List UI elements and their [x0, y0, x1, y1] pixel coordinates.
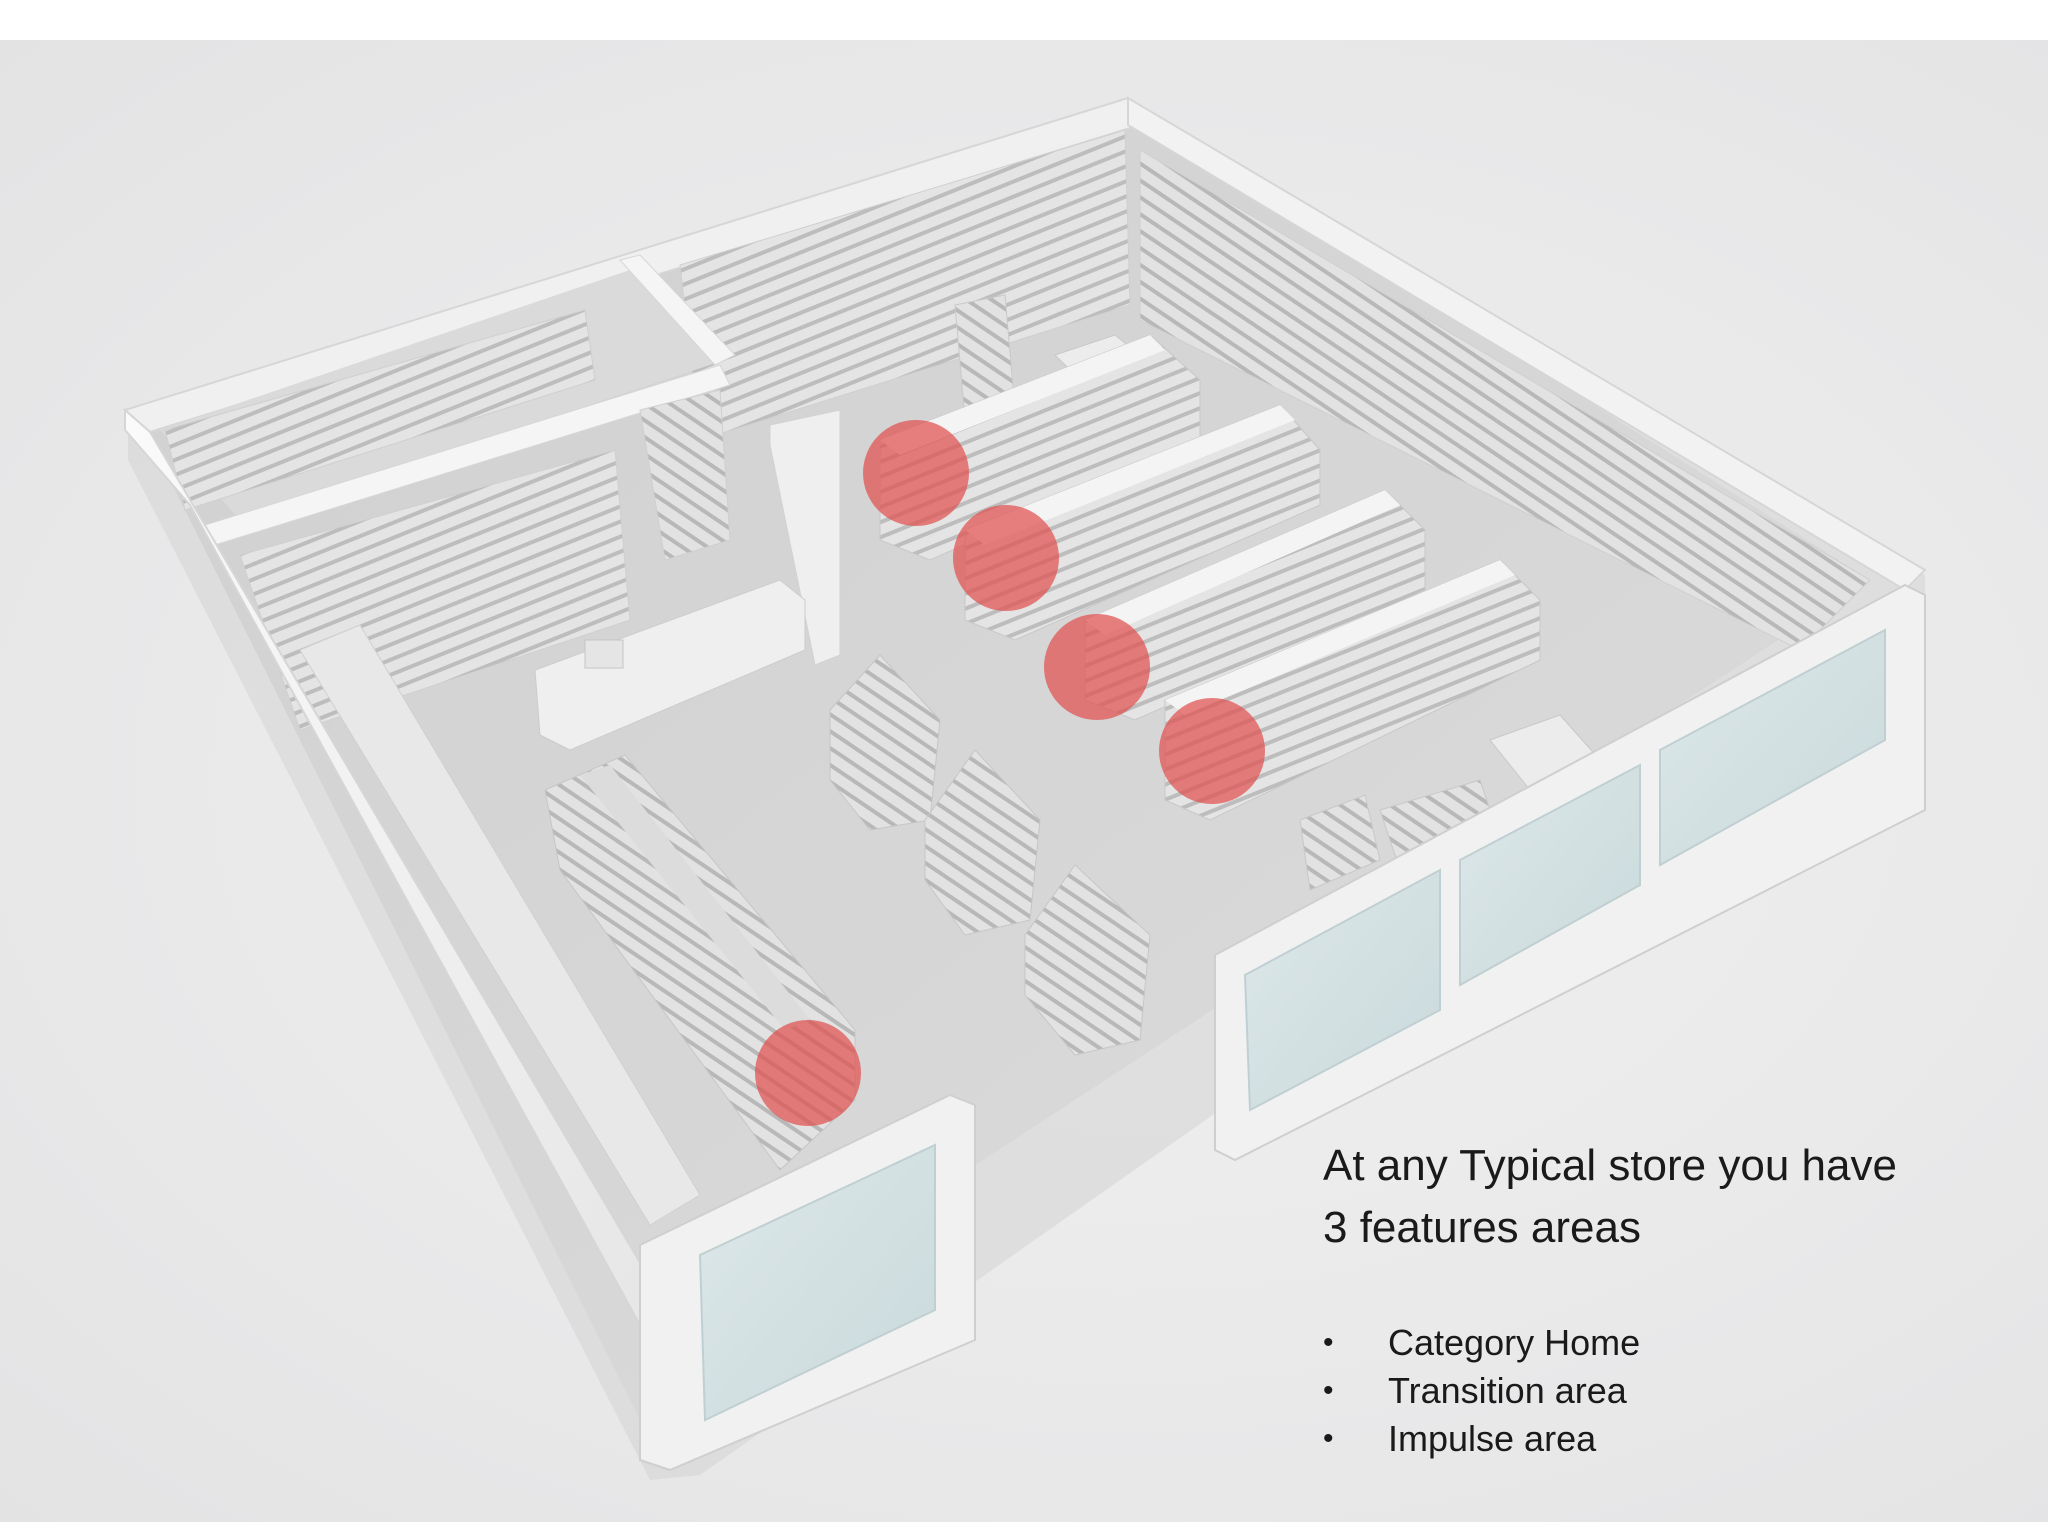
- feature-area-item-impulse-area: Impulse area: [1323, 1415, 2023, 1463]
- highlight-marker-endcap-3: [1044, 614, 1150, 720]
- caption-block: At any Typical store you have 3 features…: [1323, 1135, 2023, 1463]
- glass-panel-right-1: [1243, 868, 1441, 1112]
- left-wall-inner-shelving: [299, 624, 701, 1226]
- caption-heading-line-2: 3 features areas: [1323, 1203, 1641, 1252]
- highlight-marker-endcap-5: [755, 1020, 861, 1126]
- highlight-marker-endcap-4: [1159, 698, 1265, 804]
- highlight-marker-endcap-2: [953, 505, 1059, 611]
- small-gondola-front: [1299, 794, 1381, 891]
- highlight-marker-endcap-1: [863, 420, 969, 526]
- glass-panel-front-left: [698, 1143, 936, 1422]
- glass-panel-right-2: [1459, 763, 1641, 987]
- angled-display-3: [1024, 864, 1151, 1056]
- register-monitor: [584, 639, 624, 669]
- caption-heading-line-1: At any Typical store you have: [1323, 1141, 1897, 1190]
- checkout-counter: [534, 579, 806, 751]
- angled-display-2: [924, 749, 1041, 936]
- caption-heading: At any Typical store you have 3 features…: [1323, 1135, 2023, 1259]
- storage-rack: [639, 389, 731, 561]
- partition-wall-2: [619, 254, 736, 366]
- feature-area-item-category-home: Category Home: [1323, 1319, 2023, 1367]
- gondola-run-2: [964, 404, 1321, 641]
- partition-column: [769, 409, 841, 666]
- glass-panel-right-3: [1659, 628, 1886, 867]
- feature-area-list: Category Home Transition area Impulse ar…: [1323, 1319, 2023, 1463]
- feature-area-item-transition-area: Transition area: [1323, 1367, 2023, 1415]
